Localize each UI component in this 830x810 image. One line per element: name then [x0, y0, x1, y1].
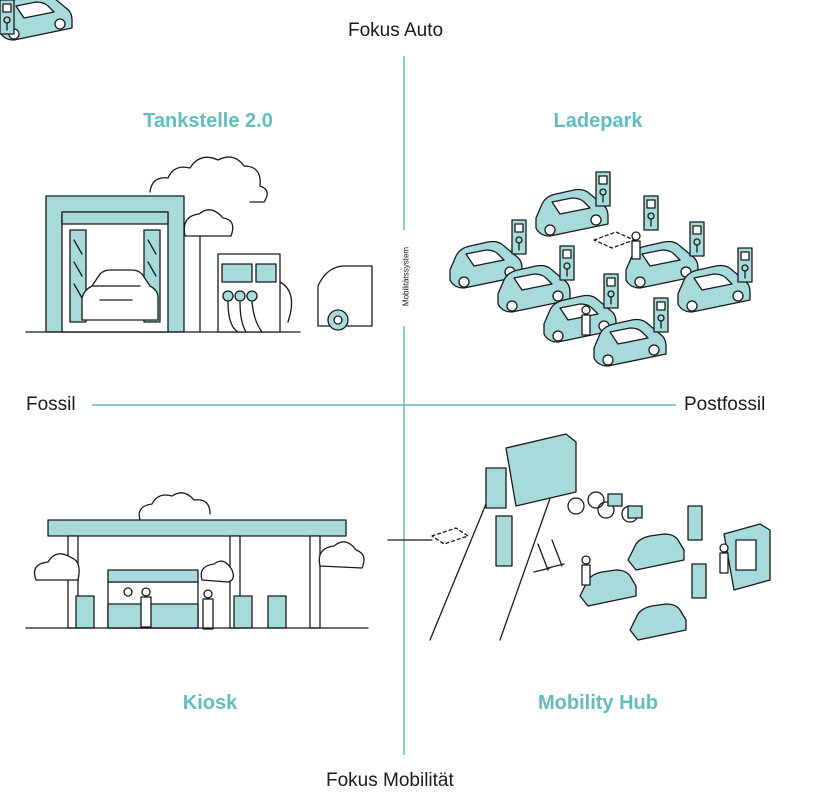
tree-icon [200, 560, 234, 583]
cloud-icon [138, 492, 211, 521]
bike-icon [567, 497, 585, 515]
info-pillar-icon [495, 515, 513, 567]
tree-icon [33, 553, 80, 581]
cloud-icon [149, 156, 268, 203]
person-icon [141, 587, 151, 597]
axis-label-right: Postfossil [684, 394, 766, 415]
parking-spot-icon [431, 527, 469, 545]
person-icon [631, 231, 641, 241]
person-icon [719, 543, 729, 553]
tree-icon [318, 541, 365, 569]
person-icon [203, 589, 213, 599]
quadrant-title-tankstelle: Tankstelle 2.0 [143, 110, 273, 132]
ev-car-icon [579, 569, 637, 607]
person-icon [123, 587, 133, 597]
person-icon [581, 555, 591, 565]
quadrant-title-mobility-hub: Mobility Hub [538, 692, 658, 714]
shelter-icon [505, 433, 577, 507]
ev-car-icon [627, 533, 685, 571]
axis-label-top: Fokus Auto [348, 20, 444, 41]
scooter-icon [533, 539, 565, 573]
ev-charger-icon [687, 505, 703, 541]
ev-car-icon [629, 603, 687, 641]
axis-label-bottom: Fokus Mobilität [326, 770, 454, 791]
tree-icon [183, 209, 234, 237]
car-icon [317, 265, 373, 327]
quadrant-title-kiosk: Kiosk [182, 692, 238, 714]
ev-charger-icon [691, 563, 707, 599]
quadrant-title-ladepark: Ladepark [553, 110, 643, 132]
axis-label-left: Fossil [26, 394, 76, 415]
person-icon [581, 305, 591, 315]
canopy-roof [47, 519, 347, 537]
car-icon [81, 269, 159, 321]
